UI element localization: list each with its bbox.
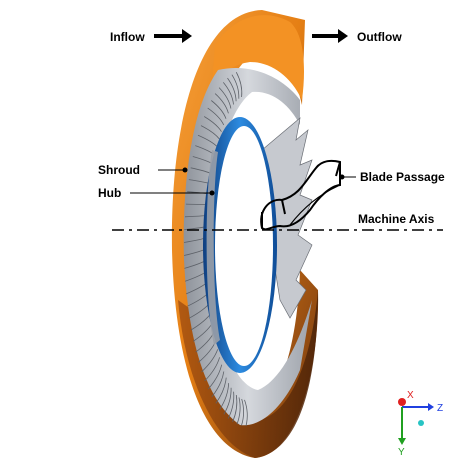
blade-tooth [211,371,225,397]
triad-focus-dot [418,420,424,426]
axis-triad: X Z Y [398,390,443,458]
hub-leader-dot [209,190,215,196]
blade-tooth [241,398,244,426]
triad-z-label: Z [437,403,443,414]
shroud-top-sweep [212,15,305,101]
blade-tooth [227,391,235,419]
triad-z-head [428,403,434,411]
blade-tooth [244,399,248,427]
inflow-label: Inflow [110,30,145,44]
triad-x-origin [398,398,406,406]
shroud-leader-dot [182,167,188,173]
blade-passage-label: Blade Passage [360,170,445,184]
blade-passage-outline [260,159,341,231]
shroud-shadow-side [178,290,318,458]
blade-tooth [231,74,240,99]
blade-tooth [204,357,220,382]
blade-tooth [227,77,237,102]
blade-tooth [207,107,225,126]
blade-tooth [219,383,229,410]
blade-tooth [201,349,219,373]
hub-inner-blades [206,150,220,345]
hub-label: Hub [98,186,121,200]
shroud-label: Shroud [98,163,140,177]
blade-tooth [215,377,227,404]
blade-tooth [222,82,234,105]
inflow-arrow-head [182,29,192,43]
blade-passage-leader-dot [339,174,345,180]
blade-tooth [223,387,232,415]
blade-tooth [203,116,222,132]
outflow-label: Outflow [357,30,402,44]
blade-tooth [218,87,232,109]
blade-passage-blades [261,117,313,319]
machine-axis-label: Machine Axis [358,212,435,226]
blade-tooth [235,72,243,98]
triad-x-label: X [407,390,414,401]
blade-tooth [214,93,229,114]
blade-tooth [211,100,227,119]
blade-tooth [200,125,220,140]
blade-tooth [232,394,238,422]
outflow-arrow-head [338,29,348,43]
blade-tooth [236,397,241,425]
hub-ring [203,117,277,373]
triad-y-head [398,438,406,445]
hub-bore [215,126,273,366]
blade-tooth [207,364,223,390]
triad-y-label: Y [398,447,405,458]
